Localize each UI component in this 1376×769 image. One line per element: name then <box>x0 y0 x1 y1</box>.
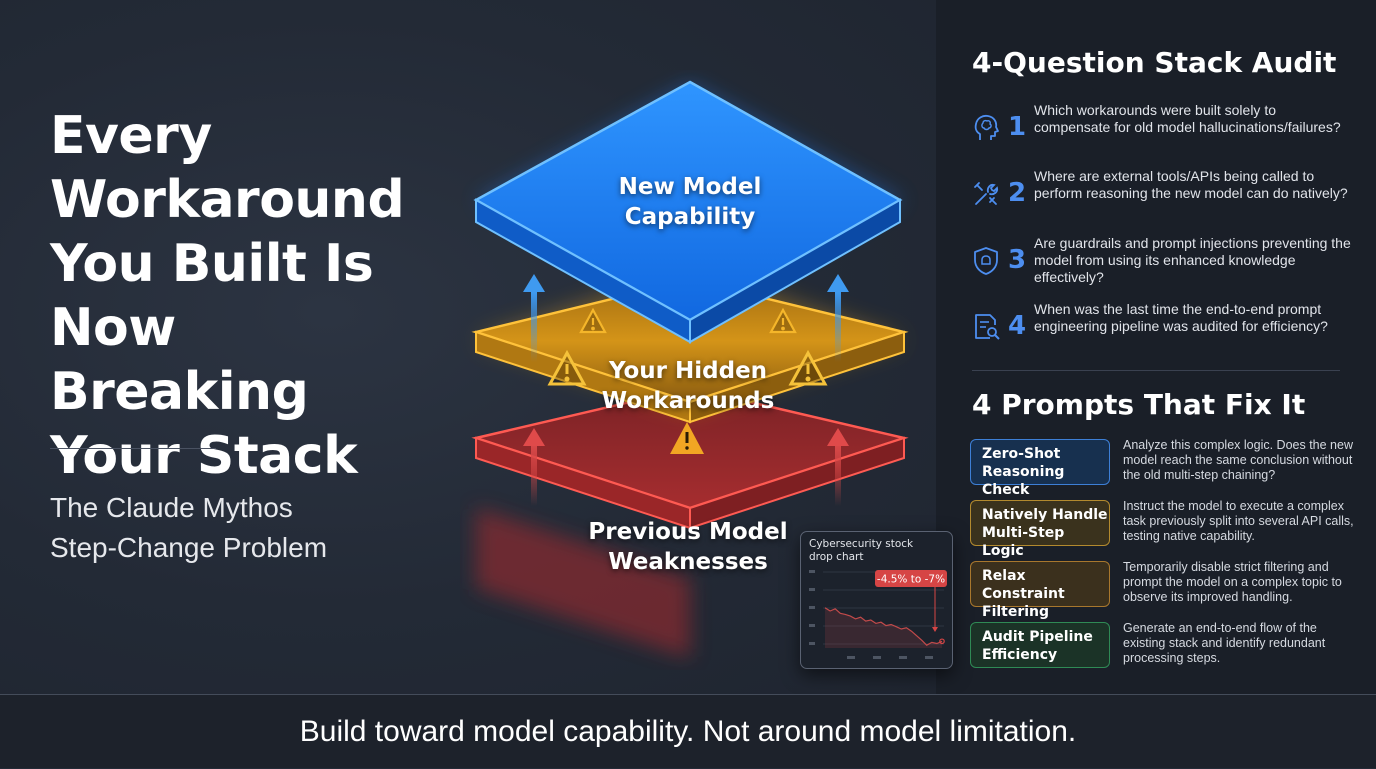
audit-question-3: 3 Are guardrails and prompt injections p… <box>970 235 1351 303</box>
question-number: 1 <box>1008 112 1027 142</box>
warning-icon <box>670 422 704 454</box>
question-text: When was the last time the end-to-end pr… <box>1034 301 1328 334</box>
top-layer-label: New Model Capability <box>618 174 762 230</box>
audit-question-4: 4 When was the last time the end-to-end … <box>970 301 1350 369</box>
bottom-layer-label: Previous Model Weaknesses <box>588 519 788 575</box>
subtitle: The Claude Mythos Step-Change Problem <box>50 492 328 563</box>
question-text: Which workarounds were built solely to c… <box>1034 102 1341 135</box>
shield-icon <box>974 247 998 275</box>
stock-drop-chart: -4.5% to -7% <box>809 570 947 659</box>
top-layer <box>473 80 904 344</box>
layer-stack-diagram: New Model Capability Your Hidden Workaro… <box>460 70 920 674</box>
footer-bar: Build toward model capability. Not aroun… <box>0 694 1376 768</box>
prompt-item-1: Zero-Shot Reasoning Check Analyze this c… <box>970 438 1353 498</box>
headline: Every Workaround You Built Is Now Breaki… <box>50 106 405 486</box>
prompt-text: Analyze this complex logic. Does the new… <box>1123 438 1353 482</box>
layer-stack-svg <box>471 80 909 658</box>
warning-icon <box>579 307 607 334</box>
prompt-text: Temporarily disable strict filtering and… <box>1123 560 1342 604</box>
audit-question-2: 2 Where are external tools/APIs being ca… <box>970 168 1350 236</box>
question-number: 2 <box>1008 178 1027 208</box>
chart-badge: -4.5% to -7% <box>877 574 945 586</box>
brain-head-icon <box>974 114 999 140</box>
chart-title: Cybersecurity stock drop chart <box>809 538 914 563</box>
prompt-label: Audit Pipeline Efficiency <box>970 622 1110 668</box>
question-text: Where are external tools/APIs being call… <box>1034 168 1348 201</box>
warning-icon <box>769 307 797 334</box>
prompt-label: Zero-Shot Reasoning Check <box>970 439 1110 498</box>
middle-layer-label: Your Hidden Workarounds <box>601 358 775 414</box>
chart-endpoint <box>939 638 945 645</box>
audit-title: 4-Question Stack Audit <box>972 46 1337 79</box>
prompt-item-3: Relax Constraint Filtering Temporarily d… <box>970 560 1350 620</box>
warning-icon <box>547 349 587 386</box>
blue-arrows <box>523 274 849 362</box>
audit-question-1: 1 Which workarounds were built solely to… <box>970 102 1350 170</box>
warning-icon <box>788 349 828 386</box>
prompt-label: Relax Constraint Filtering <box>970 561 1110 620</box>
prompt-text: Instruct the model to execute a complex … <box>1123 499 1354 543</box>
prompt-text: Generate an end-to-end flow of the exist… <box>1123 621 1326 665</box>
question-number: 4 <box>1008 311 1027 341</box>
headline-divider <box>50 448 216 449</box>
red-arrows <box>523 428 849 506</box>
document-search-icon <box>975 314 1000 340</box>
prompts-title: 4 Prompts That Fix It <box>972 388 1306 421</box>
chart-line <box>824 607 943 646</box>
question-text: Are guardrails and prompt injections pre… <box>1034 235 1351 285</box>
prompt-item-4: Audit Pipeline Efficiency Generate an en… <box>970 621 1350 672</box>
footer-tagline: Build toward model capability. Not aroun… <box>299 715 1077 748</box>
question-number: 3 <box>1008 245 1027 275</box>
section-divider <box>972 370 1340 371</box>
tools-icon <box>974 182 999 205</box>
chart-area <box>825 607 942 648</box>
prompt-item-2: Natively Handle Multi-Step Logic Instruc… <box>970 499 1354 559</box>
prompt-label: Natively Handle Multi-Step Logic <box>970 500 1110 559</box>
chart-badge-bg <box>875 570 947 587</box>
stock-drop-chart-card: Cybersecurity stock drop chart -4.5% to … <box>800 531 953 669</box>
